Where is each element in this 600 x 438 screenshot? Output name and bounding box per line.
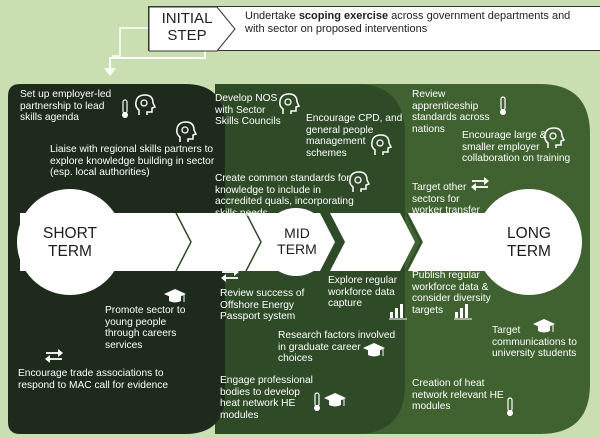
long-term-circle (476, 189, 582, 295)
thermometer-icon (314, 392, 320, 411)
mid-action-workforce-data: Explore regular workforce data capture (328, 275, 398, 310)
long-term-label: LONG TERM (507, 225, 551, 260)
initial-step-box: INITIAL STEP Undertake scoping exercise … (148, 6, 600, 52)
graduation-cap-icon (363, 343, 385, 357)
head-gears-icon (176, 121, 197, 142)
mid-term-circle (262, 208, 330, 276)
mid-action-encourage-cpd: Encourage CPD, and general people manage… (306, 113, 403, 159)
mid-action-common-standards: Create common standards for knowledge to… (215, 173, 354, 219)
thermometer-icon (507, 397, 513, 416)
long-action-target-sectors: Target other sectors for worker transfer (412, 182, 480, 217)
transfer-arrows-icon (45, 349, 63, 363)
long-action-he-modules: Creation of heat network relevant HE mod… (412, 378, 504, 413)
short-action-employer-partnership: Set up employer-led partnership to lead … (20, 89, 112, 124)
short-action-trade-associations: Encourage trade associations to respond … (18, 368, 169, 391)
transfer-arrows-icon (471, 177, 489, 191)
long-action-employer-collaboration: Encourage large & smaller employer colla… (462, 130, 571, 165)
short-term-circle (17, 189, 123, 295)
short-action-liaise-regional: Liaise with regional skills partners to … (50, 144, 215, 179)
long-action-apprenticeship: Review apprenticeship standards across n… (412, 89, 490, 135)
mid-action-develop-nos: Develop NOS with Sector Skills Councils (215, 93, 281, 128)
head-gears-icon (544, 127, 565, 148)
bar-chart-icon (454, 304, 472, 320)
thermometer-icon (500, 96, 506, 115)
initial-step-label: INITIAL STEP (161, 10, 213, 44)
mid-action-review-passport: Review success of Offshore Energy Passpo… (220, 288, 305, 323)
thermometer-icon (122, 99, 128, 118)
mid-action-professional-bodies: Engage professional bodies to develop he… (220, 375, 313, 421)
arrow-band-segment-4 (330, 213, 415, 271)
mid-term-label: MID TERM (277, 225, 317, 257)
short-action-promote-sector: Promote sector to young people through c… (105, 305, 186, 351)
graduation-cap-icon (164, 289, 186, 303)
arrow-band-segment-2 (180, 213, 270, 271)
mid-action-graduate-research: Research factors involved in graduate ca… (278, 330, 396, 365)
initial-step-text: Undertake scoping exercise across govern… (245, 10, 571, 35)
bar-chart-icon (389, 304, 407, 320)
graduation-cap-icon (324, 393, 346, 407)
head-gears-icon (135, 94, 156, 115)
short-term-label: SHORT TERM (43, 225, 97, 260)
head-gears-icon (371, 134, 392, 155)
long-action-publish-data: Publish regular workforce data & conside… (412, 270, 491, 316)
graduation-cap-icon (533, 319, 555, 333)
head-gears-icon (279, 93, 300, 114)
long-action-target-students: Target communications to university stud… (492, 325, 577, 360)
transfer-arrows-icon (221, 268, 239, 282)
initial-step-chevron (149, 7, 236, 52)
head-gears-icon (349, 171, 370, 192)
